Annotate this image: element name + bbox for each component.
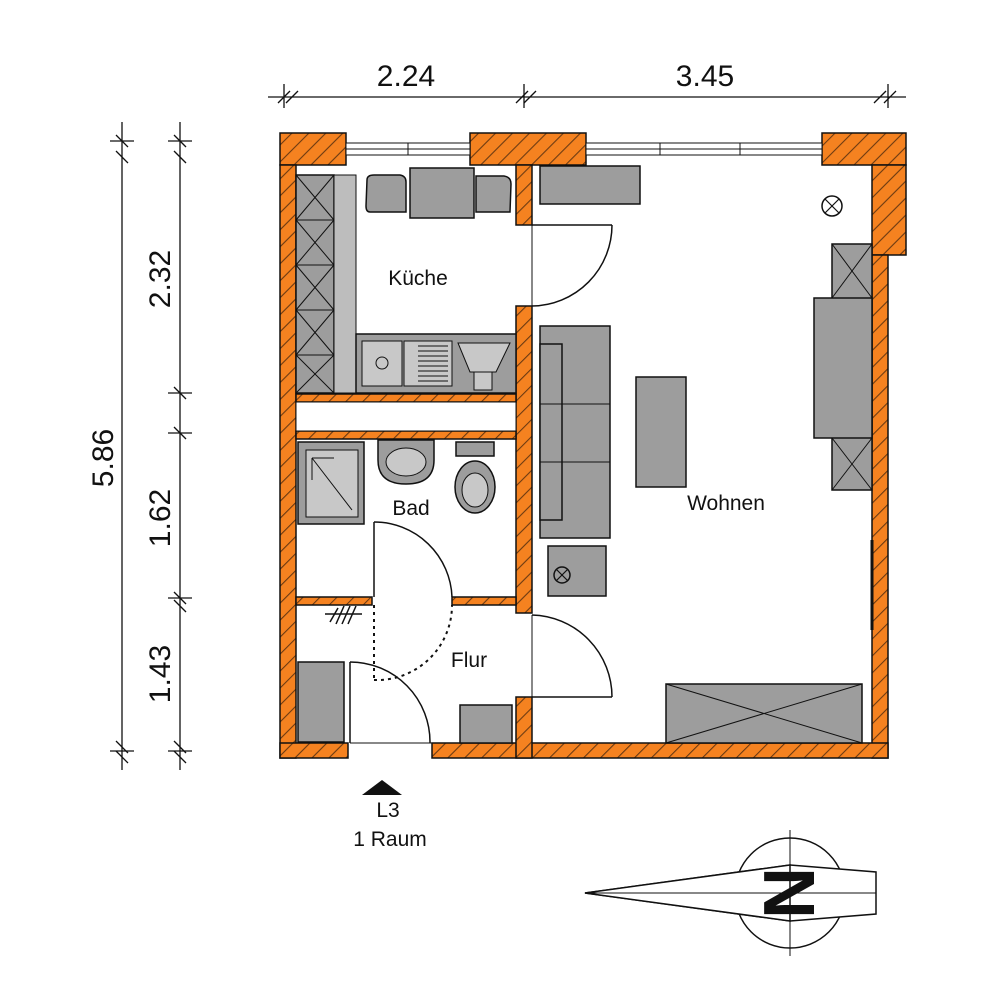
chair-left — [365, 174, 407, 213]
dim-top-left: 2.24 — [377, 60, 435, 93]
sideboard — [539, 165, 641, 205]
dim-left-3: 1.43 — [144, 645, 177, 703]
dim-left-total: 5.86 — [87, 429, 120, 487]
room-label-kitchen: Küche — [388, 267, 448, 290]
wall-top-middle — [469, 132, 587, 166]
dimension-lines — [110, 84, 906, 770]
bed — [665, 683, 863, 744]
wall-center-lower — [515, 696, 533, 759]
wall-kitchen-bottom — [295, 393, 517, 403]
entrance-arrow-icon — [362, 780, 402, 795]
dim-top-right: 3.45 — [676, 60, 734, 93]
door-bath — [373, 521, 453, 598]
corridor-strip — [295, 401, 517, 432]
dim-left-2: 1.62 — [144, 489, 177, 547]
ceiling-light — [821, 195, 843, 217]
wall-bottom-right — [431, 742, 889, 759]
wall-bath-bottom — [295, 596, 373, 606]
wall-center-mid — [515, 305, 533, 614]
chair-right — [475, 175, 512, 213]
unit-rooms: 1 Raum — [353, 828, 427, 851]
hall-furniture — [297, 605, 513, 744]
windows — [345, 142, 823, 156]
wall-bath-top — [295, 430, 517, 440]
living-furniture — [539, 165, 874, 744]
kitchen-furniture — [295, 167, 517, 394]
doors — [349, 224, 613, 744]
compass-icon — [584, 830, 877, 956]
wall-top-left — [279, 132, 347, 166]
wall-right-lower — [871, 254, 889, 759]
tick-top-2 — [515, 84, 537, 108]
door-living — [531, 614, 613, 698]
walls — [279, 132, 907, 759]
wall-bath-bottom-right — [451, 596, 517, 606]
bath-furniture — [297, 439, 496, 525]
room-label-hall: Flur — [451, 649, 487, 672]
dining-table — [409, 167, 475, 219]
right-cabinet — [813, 243, 873, 491]
sofa — [539, 325, 611, 539]
side-table — [547, 545, 607, 597]
door-entrance — [349, 661, 432, 744]
wall-right — [871, 164, 907, 256]
wall-center-upper — [515, 164, 533, 226]
room-label-living: Wohnen — [687, 492, 765, 515]
coffee-table — [635, 376, 687, 488]
wall-left — [279, 164, 297, 759]
wall-bottom-left — [279, 742, 349, 759]
tick-top-3 — [873, 84, 897, 108]
door-kitchen — [531, 224, 613, 307]
compass-north-letter: N — [750, 867, 830, 919]
unit-code: L3 — [376, 799, 399, 822]
tick-top-1 — [277, 84, 299, 108]
wall-top-right — [821, 132, 907, 166]
hall-swing-dotted — [373, 604, 453, 682]
dim-left-1: 2.32 — [144, 250, 177, 308]
room-label-bath: Bad — [392, 497, 429, 520]
